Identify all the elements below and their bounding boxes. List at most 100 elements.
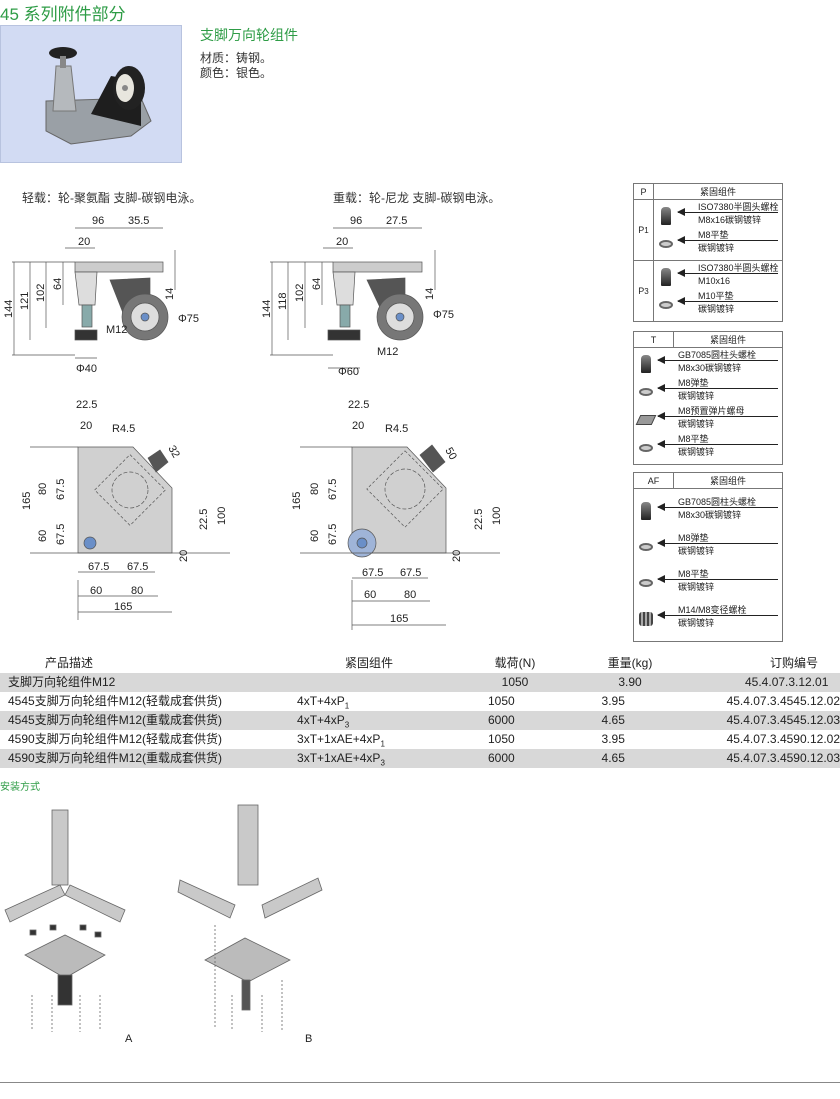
bolt-icon (638, 501, 654, 521)
dim-label: 144 (3, 300, 15, 318)
cell-order: 45.4.07.3.4590.12.02 (726, 732, 840, 746)
fastener-name: ISO7380半圆头螺栓 (698, 263, 779, 273)
header-load: 载荷(N) (494, 656, 536, 670)
washer-icon (658, 234, 674, 254)
fastener-item: M8平垫碳钢镀锌 (654, 230, 782, 258)
header-order: 订购编号 (770, 656, 819, 670)
fastener-name: M8平垫 (678, 434, 709, 444)
install-diagram-b (177, 804, 323, 1032)
cell-load: 1050 (501, 675, 529, 689)
box-title: 紧固组件 (709, 335, 746, 345)
cell-load: 6000 (487, 751, 515, 765)
dim-label: 20 (451, 550, 463, 562)
material-spec: 材质：铸钢。 (200, 51, 273, 65)
dim-label: 20 (80, 420, 92, 432)
dim-label: 60 (90, 585, 102, 597)
stud-icon (638, 609, 654, 629)
dim-label: 165 (390, 613, 408, 625)
fastener-name: M8弹垫 (678, 378, 709, 388)
cell-load: 1050 (487, 694, 515, 708)
dim-label: 20 (178, 550, 190, 562)
fastener-name: GB7085圆柱头螺栓 (678, 350, 757, 360)
arrow-icon (657, 575, 778, 583)
washer-icon (638, 382, 654, 402)
dim-label: 67.5 (400, 567, 421, 579)
cell-desc: 4590支脚万向轮组件M12(轻载成套供货) (8, 732, 223, 746)
dim-label: Φ75 (178, 313, 199, 325)
dim-label: 165 (291, 492, 303, 510)
dim-label: 165 (21, 492, 33, 510)
dim-label: 67.5 (55, 524, 67, 545)
dim-label: 60 (364, 589, 376, 601)
dim-label: Φ75 (433, 309, 454, 321)
nut-icon (635, 410, 657, 430)
product-title: 支脚万向轮组件 (200, 27, 298, 43)
light-duty-caption: 轻载：轮-聚氨酯 支脚-碳钢电泳。 (22, 191, 202, 205)
fastener-spec: M8x30碳钢镀锌 (678, 363, 742, 373)
cell-desc: 4590支脚万向轮组件M12(重载成套供货) (8, 751, 223, 765)
install-diagrams: A B (4, 804, 323, 1045)
washer-icon (638, 573, 654, 593)
dim-label: 64 (52, 278, 64, 290)
box-title: 紧固组件 (699, 187, 736, 197)
dim-label: 20 (352, 420, 364, 432)
install-diagram-a (4, 809, 126, 1032)
fastener-spec: 碳钢镀锌 (678, 447, 715, 457)
fastener-name: M10平垫 (698, 291, 734, 301)
fastener-item: M8预置弹片螺母碳钢镀锌 (634, 406, 782, 434)
cell-order: 45.4.07.3.4545.12.02 (726, 694, 840, 708)
side-view-light (12, 227, 176, 359)
dim-label: 144 (261, 300, 273, 318)
dim-label: 22.5 (348, 399, 369, 411)
technical-drawings: 96 35.5 20 144 121 102 64 14 Φ75 M12 Φ40… (3, 215, 503, 630)
dim-label: 14 (164, 288, 176, 300)
dim-label: Φ60 (338, 366, 359, 378)
fastener-item: M10平垫碳钢镀锌 (654, 291, 782, 319)
cell-order: 45.4.07.3.4545.12.03 (726, 713, 840, 727)
fastener-name: M8平垫 (698, 230, 729, 240)
fastener-name: GB7085圆柱头螺栓 (678, 497, 757, 507)
arrow-icon (677, 297, 778, 305)
dim-label: 96 (92, 215, 104, 227)
dim-label: 96 (350, 215, 362, 227)
cell-desc: 支脚万向轮组件M12 (8, 675, 116, 689)
fastener-spec: 碳钢镀锌 (698, 243, 735, 253)
dim-label: 118 (277, 292, 289, 310)
dim-label: 67.5 (88, 561, 109, 573)
fastener-item: M8平垫碳钢镀锌 (634, 434, 782, 462)
side-view-heavy (270, 227, 436, 369)
arrow-icon (677, 269, 778, 277)
dim-label: M12 (377, 346, 398, 358)
dim-label: 35.5 (128, 215, 149, 227)
header-weight: 重量(kg) (607, 656, 653, 670)
box-title: 紧固组件 (709, 476, 746, 486)
dim-label: M12 (106, 324, 127, 336)
dim-label: 64 (311, 278, 323, 290)
dim-label: 32 (165, 444, 182, 461)
dim-label: 102 (294, 284, 306, 302)
dim-label: 20 (78, 236, 90, 248)
cell-fastener: 4xT+4xP3 (297, 713, 350, 730)
washer-icon (658, 295, 674, 315)
bolt-icon (638, 354, 654, 374)
diagram-label-b: B (305, 1033, 312, 1045)
fastener-name: ISO7380半圆头螺栓 (698, 202, 779, 212)
fastener-spec: 碳钢镀锌 (678, 618, 715, 628)
cell-fastener: 3xT+1xAE+4xP3 (297, 751, 385, 768)
header-desc: 产品描述 (45, 656, 94, 670)
section-title: 45 系列附件部分 (0, 5, 126, 24)
cell-order: 45.4.07.3.4590.12.03 (726, 751, 840, 765)
dim-label: 14 (424, 288, 436, 300)
washer-icon (638, 438, 654, 458)
dim-label: 80 (309, 483, 321, 495)
